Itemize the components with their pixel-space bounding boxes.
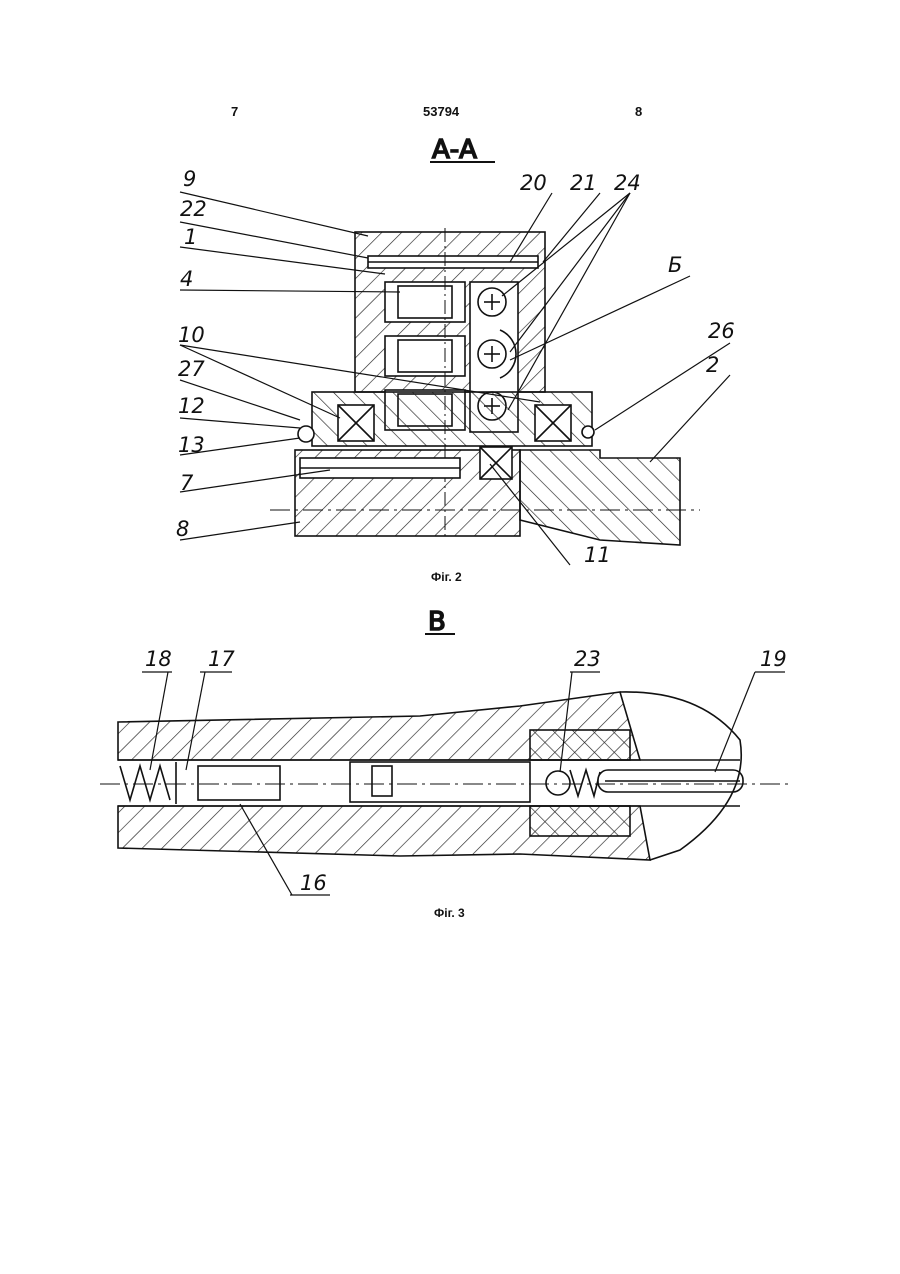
fig2-label: 27	[178, 357, 205, 381]
fig2-label: 26	[708, 319, 735, 343]
fig2-label: 20	[520, 171, 547, 195]
fig2-label: Б	[668, 253, 682, 277]
figure-3: В	[100, 607, 790, 860]
fig2-label: 12	[178, 394, 205, 418]
fig3-label: 16	[300, 871, 327, 895]
fig2-section-title: А-А	[432, 135, 477, 165]
fig2-label: 4	[180, 267, 193, 291]
fig3-label: 19	[760, 647, 787, 671]
fig3-label: 18	[145, 647, 172, 671]
figure-2: А-А	[270, 135, 700, 545]
fig2-label: 10	[178, 323, 205, 347]
fig2-label: 7	[180, 471, 194, 495]
fig2-label: 21	[570, 171, 597, 195]
fig3-label: 23	[574, 647, 601, 671]
fig2-label: 8	[176, 517, 189, 541]
fig2-label: 13	[178, 433, 205, 457]
fig2-label: 24	[614, 171, 641, 195]
fig2-label: 11	[584, 543, 611, 567]
fig2-label: 1	[184, 225, 197, 249]
fig2-label: 22	[180, 197, 207, 221]
fig2-label: 2	[706, 353, 719, 377]
fig3-caption: Фіг. 3	[434, 906, 465, 920]
fig2-label: 9	[183, 167, 196, 191]
fig2-caption: Фіг. 2	[431, 570, 462, 584]
fig3-label: 17	[208, 647, 235, 671]
fig3-section-title: В	[428, 607, 446, 637]
